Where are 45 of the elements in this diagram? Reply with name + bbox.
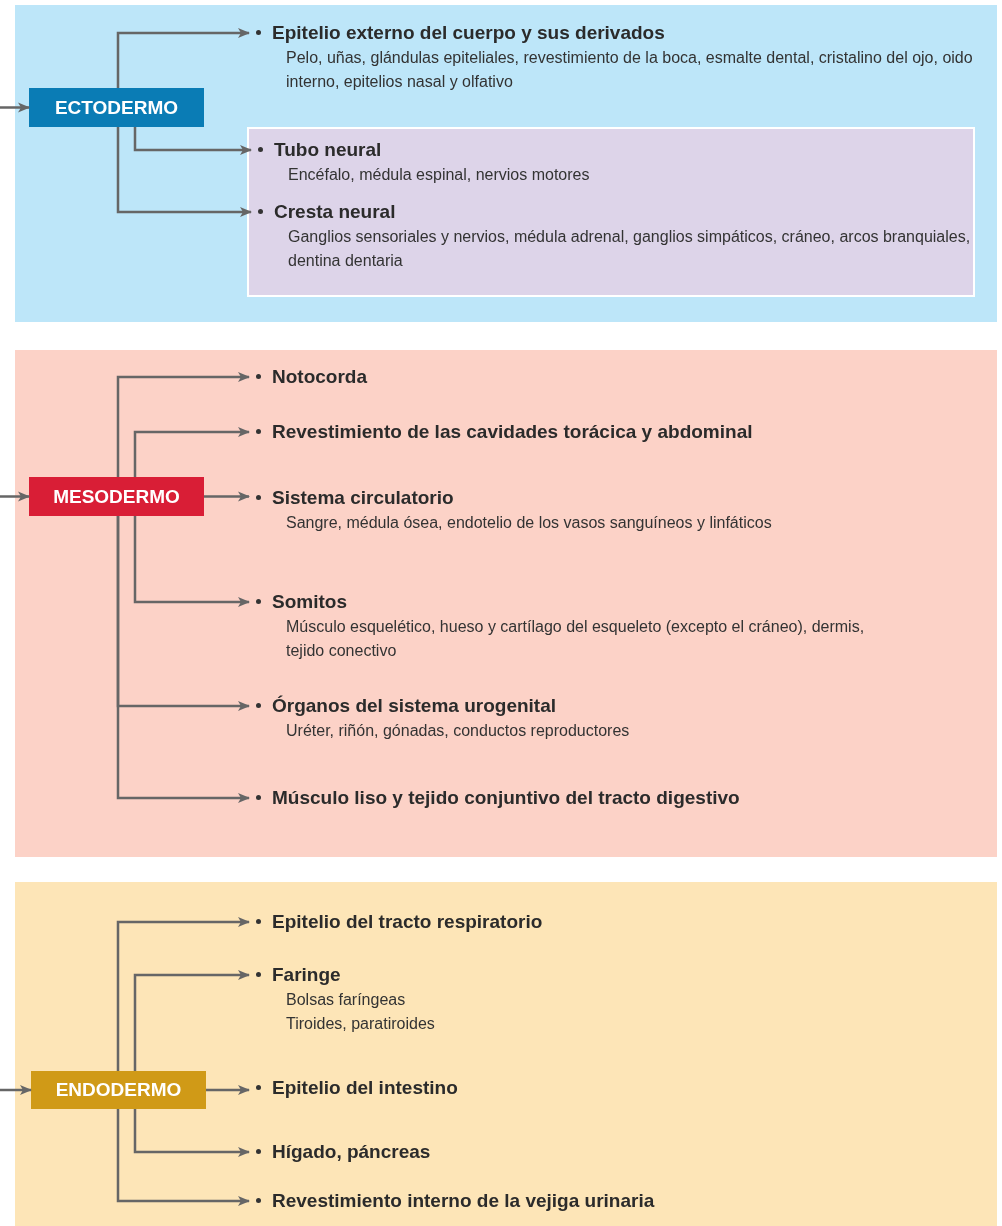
item-description: Uréter, riñón, gónadas, conductos reproductores <box>285 721 630 741</box>
arrow <box>116 127 252 217</box>
arrow <box>116 917 250 1071</box>
arrow <box>116 28 250 88</box>
item-heading: Hígado, páncreas <box>272 1140 431 1164</box>
arrow <box>133 427 250 477</box>
item-heading: Epitelio externo del cuerpo y sus derivados <box>272 21 666 45</box>
arrow <box>133 970 250 1071</box>
arrow <box>133 516 250 607</box>
item-heading: Revestimiento de las cavidades torácica y abdominal <box>272 420 753 444</box>
section-panel <box>15 882 997 1226</box>
item-heading: Somitos <box>272 590 348 614</box>
arrow <box>116 372 250 477</box>
arrow <box>206 1085 250 1095</box>
item-description: Bolsas faríngeas <box>285 990 407 1010</box>
item-heading: Faringe <box>272 963 342 987</box>
item-heading: Cresta neural <box>274 200 397 224</box>
item-description: Sangre, médula ósea, endotelio de los vasos sanguíneos y linfáticos <box>285 513 772 533</box>
item-description: Músculo esquelético, hueso y cartílago del esqueleto (excepto el cráneo), dermis, tejido conectivo <box>285 617 866 661</box>
item-description: Pelo, uñas, glándulas epiteliales, revestimiento de la boca, esmalte dental, cristalino del ojo, oido interno, epitelios nasal y olfativo <box>285 48 974 92</box>
item-heading: Órganos del sistema urogenital <box>272 694 558 718</box>
arrow <box>133 127 252 155</box>
arrow <box>0 102 30 113</box>
group-panel <box>247 127 975 297</box>
germ-layer-label: ENDODERMO <box>31 1071 206 1109</box>
item-description: Tiroides, paratiroides <box>285 1014 435 1034</box>
arrow <box>116 516 250 803</box>
item-heading: Notocorda <box>272 365 367 389</box>
arrow <box>0 491 30 502</box>
section-panel <box>15 350 997 857</box>
arrow <box>204 491 250 502</box>
item-heading: Sistema circulatorio <box>272 486 455 510</box>
germ-layer-label: MESODERMO <box>29 477 204 516</box>
item-heading: Revestimiento interno de la vejiga urinaria <box>272 1189 655 1213</box>
item-description: Encéfalo, médula espinal, nervios motores <box>287 165 590 185</box>
item-description: Ganglios sensoriales y nervios, médula adrenal, ganglios simpáticos, cráneo, arcos branquiales, dentina dentaria <box>287 227 972 271</box>
item-heading: Tubo neural <box>274 138 383 162</box>
item-heading: Músculo liso y tejido conjuntivo del tracto digestivo <box>272 786 740 810</box>
arrow <box>0 1085 32 1095</box>
item-heading: Epitelio del tracto respiratorio <box>272 910 543 934</box>
arrow <box>116 1109 250 1206</box>
section-panel <box>15 5 997 322</box>
item-heading: Epitelio del intestino <box>272 1076 458 1100</box>
arrow <box>133 1109 250 1157</box>
germ-layer-label: ECTODERMO <box>29 88 204 127</box>
